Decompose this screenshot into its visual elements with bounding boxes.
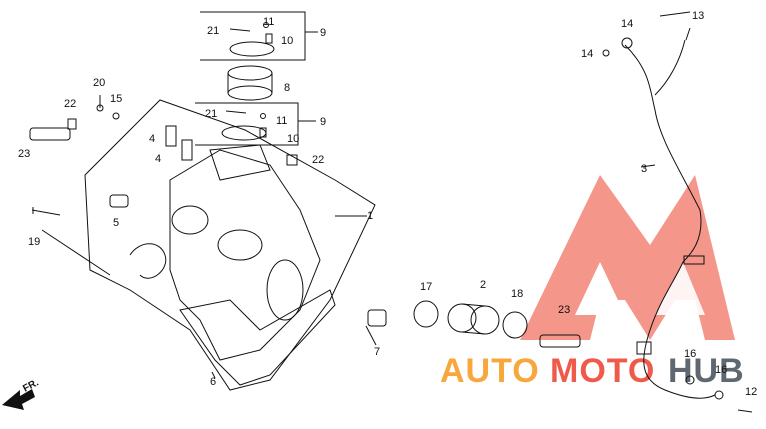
cylinder-head-frame-1 (84, 99, 376, 391)
callout-21a: 21 (207, 25, 219, 37)
gasket-6 (179, 289, 336, 386)
washer-16-a (685, 375, 695, 385)
callout-23b: 23 (558, 304, 570, 316)
callout-8: 8 (284, 82, 290, 94)
clip-14 (621, 37, 633, 49)
watermark-text: AUTO MOTO HUB (440, 352, 745, 390)
spark-plug-23-right (539, 334, 581, 348)
sensor-connector (636, 341, 652, 355)
front-label: FR. (21, 377, 41, 394)
callout-15: 15 (110, 93, 122, 105)
callout-4b: 4 (155, 153, 161, 165)
front-direction-indicator: FR. (2, 377, 41, 410)
cylinder-head-body (169, 149, 321, 361)
callout-22b: 22 (312, 154, 324, 166)
callout-3: 3 (641, 163, 647, 175)
callout-7: 7 (374, 346, 380, 358)
callout-10a: 10 (281, 35, 293, 47)
callout-13: 13 (692, 10, 704, 22)
o-ring-18 (502, 311, 528, 339)
callout-5: 5 (113, 217, 119, 229)
plug-7 (367, 309, 387, 327)
cap-22-left (67, 118, 77, 130)
callout-9a: 9 (320, 27, 326, 39)
watermark-moto: MOTO (550, 352, 655, 390)
plug-5 (109, 194, 129, 208)
callout-11b: 11 (276, 115, 287, 127)
callout-18: 18 (511, 288, 523, 300)
bolt-12 (737, 409, 753, 413)
callout-2: 2 (480, 279, 486, 291)
watermark-auto: AUTO (440, 352, 540, 390)
bracket-9-lower (195, 102, 299, 146)
breather-5 (129, 243, 167, 279)
callout-17: 17 (420, 281, 432, 293)
callout-23a: 23 (18, 148, 30, 160)
connector (683, 255, 705, 265)
callout-14a: 14 (621, 18, 633, 30)
washer-16-b (714, 390, 724, 400)
o-ring-17 (413, 300, 439, 328)
watermark-hub: HUB (668, 352, 745, 390)
linework (29, 11, 753, 413)
bolt-21-upper (229, 28, 251, 32)
callout-4a: 4 (149, 133, 155, 145)
bolt-21-lower (225, 110, 247, 114)
callout-numbers: 13 14 14 11 21 10 9 8 20 15 22 21 11 10 … (18, 10, 757, 398)
stud-19 (31, 209, 61, 216)
nut-11-lower (260, 113, 266, 119)
dowel-4-b (181, 139, 193, 161)
callout-20: 20 (93, 77, 105, 89)
callout-19: 19 (28, 236, 40, 248)
bracket-9-upper (200, 11, 306, 61)
callout-6: 6 (210, 376, 216, 388)
dowel-4-a (165, 125, 177, 147)
intake-port (209, 144, 271, 181)
callout-12: 12 (745, 386, 757, 398)
callout-16b: 16 (715, 364, 727, 376)
nut-10-lower (259, 127, 267, 138)
callout-11a: 11 (263, 16, 274, 28)
spark-plug-23-left (29, 127, 71, 141)
watermark-logo (520, 175, 735, 340)
insulator-2 (447, 303, 477, 333)
callout-16a: 16 (684, 348, 696, 360)
nut-11-upper (263, 22, 269, 28)
callout-9b: 9 (320, 116, 326, 128)
callout-1: 1 (367, 210, 373, 222)
callout-21b: 21 (205, 108, 217, 120)
wire-harness-3 (624, 44, 716, 399)
callout-10b: 10 (287, 133, 299, 145)
washer-14 (602, 49, 610, 57)
front-arrow-icon (2, 389, 35, 410)
callout-14b: 14 (581, 48, 593, 60)
bolt-13 (659, 11, 691, 17)
washer-15 (112, 112, 120, 120)
nut-10-upper (265, 33, 273, 44)
clamp-upper (229, 41, 275, 57)
intake-joint-8-top (227, 65, 273, 81)
cap-22-right (286, 154, 298, 166)
callout-22a: 22 (64, 98, 76, 110)
